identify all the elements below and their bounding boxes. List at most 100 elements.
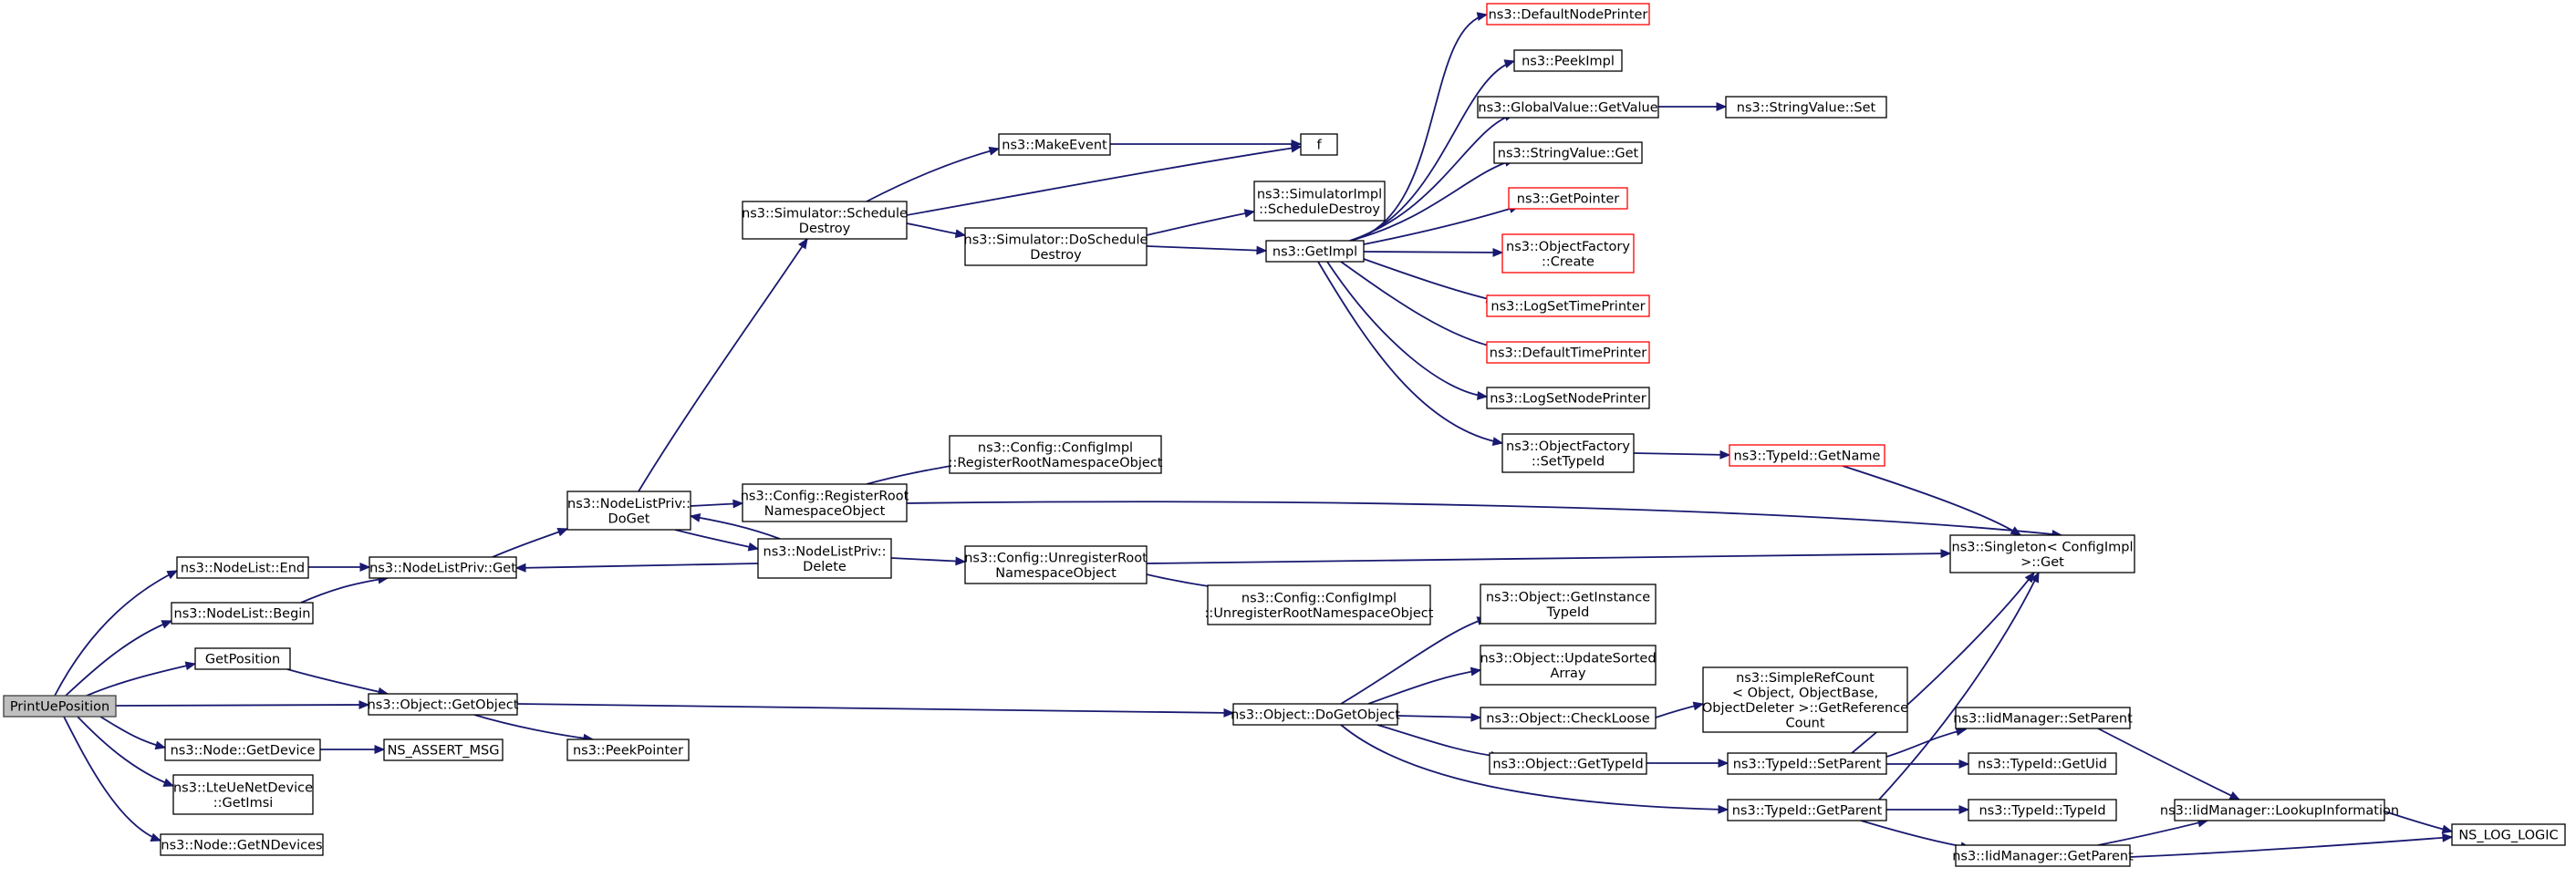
node-box[interactable] bbox=[1955, 844, 2131, 867]
node-box[interactable] bbox=[566, 491, 691, 531]
node-ns-assert-msg[interactable]: NS_ASSERT_MSG bbox=[383, 739, 504, 761]
node-f[interactable]: f bbox=[1300, 133, 1338, 156]
node-object-dogetobject[interactable]: ns3::Object::DoGetObject bbox=[1231, 703, 1400, 726]
node-iidmanager-lookupinformation[interactable]: ns3::IidManager::LookupInformation bbox=[2160, 799, 2399, 821]
node-box[interactable] bbox=[1949, 534, 2135, 573]
node-box[interactable] bbox=[1508, 187, 1628, 210]
node-box[interactable] bbox=[1253, 181, 1386, 222]
node-box[interactable] bbox=[160, 833, 324, 856]
node-box[interactable] bbox=[194, 647, 291, 670]
node-box[interactable] bbox=[1727, 799, 1887, 821]
node-config-registerroot[interactable]: ns3::Config::RegisterRootNamespaceObject bbox=[741, 483, 909, 522]
node-box[interactable] bbox=[1265, 240, 1365, 263]
node-sim-scheduledestroy[interactable]: ns3::Simulator::ScheduleDestroy bbox=[742, 201, 908, 240]
node-box[interactable] bbox=[1232, 703, 1398, 726]
node-box[interactable] bbox=[172, 774, 314, 815]
node-box[interactable] bbox=[369, 556, 517, 579]
node-box[interactable] bbox=[1480, 645, 1657, 686]
node-globalvalue-getvalue[interactable]: ns3::GlobalValue::GetValue bbox=[1477, 96, 1659, 119]
node-peekimpl[interactable]: ns3::PeekImpl bbox=[1513, 49, 1623, 72]
node-box[interactable] bbox=[1513, 49, 1623, 72]
node-box[interactable] bbox=[1480, 584, 1657, 625]
node-objectfactory-create[interactable]: ns3::ObjectFactory::Create bbox=[1501, 233, 1635, 274]
node-object-gettypeid[interactable]: ns3::Object::GetTypeId bbox=[1489, 752, 1647, 775]
node-box[interactable] bbox=[1486, 3, 1650, 26]
node-nodelist-begin[interactable]: ns3::NodeList::Begin bbox=[171, 602, 314, 625]
node-box[interactable] bbox=[1486, 387, 1650, 409]
node-box[interactable] bbox=[949, 435, 1162, 474]
node-config-unregisterroot[interactable]: ns3::Config::UnregisterRootNamespaceObje… bbox=[964, 545, 1148, 584]
node-typeid-setparent[interactable]: ns3::TypeId::SetParent bbox=[1727, 752, 1887, 775]
node-box[interactable] bbox=[1968, 799, 2117, 821]
node-getpointer[interactable]: ns3::GetPointer bbox=[1508, 187, 1628, 210]
node-stringvalue-set[interactable]: ns3::StringValue::Set bbox=[1725, 96, 1887, 119]
node-iidmanager-setparent[interactable]: ns3::IidManager::SetParent bbox=[1953, 707, 2133, 729]
node-defaultnodeprinter[interactable]: ns3::DefaultNodePrinter bbox=[1486, 3, 1650, 26]
node-box[interactable] bbox=[742, 483, 908, 522]
node-box[interactable] bbox=[1727, 752, 1887, 775]
node-box[interactable] bbox=[964, 227, 1148, 266]
node-box[interactable] bbox=[1300, 133, 1338, 156]
node-getimpl[interactable]: ns3::GetImpl bbox=[1265, 240, 1365, 263]
node-nodelistpriv-doget[interactable]: ns3::NodeListPriv::DoGet bbox=[566, 491, 691, 531]
node-makeevent[interactable]: ns3::MakeEvent bbox=[998, 133, 1111, 156]
node-stringvalue-get[interactable]: ns3::StringValue::Get bbox=[1493, 141, 1643, 164]
node-box[interactable] bbox=[1729, 444, 1885, 467]
node-box[interactable] bbox=[998, 133, 1111, 156]
node-box[interactable] bbox=[1493, 141, 1643, 164]
node-box[interactable] bbox=[1486, 294, 1650, 317]
node-configimpl-unregisterroot[interactable]: ns3::Config::ConfigImpl::UnregisterRootN… bbox=[1205, 584, 1434, 625]
node-simimpl-scheduledestroy[interactable]: ns3::SimulatorImpl::ScheduleDestroy bbox=[1253, 181, 1386, 222]
node-logsetnodeprinter[interactable]: ns3::LogSetNodePrinter bbox=[1486, 387, 1650, 409]
node-box[interactable] bbox=[1955, 707, 2131, 729]
node-nodelistpriv-delete[interactable]: ns3::NodeListPriv::Delete bbox=[757, 538, 892, 579]
node-iidmanager-getparent[interactable]: ns3::IidManager::GetParent bbox=[1952, 844, 2134, 867]
node-box[interactable] bbox=[171, 602, 314, 625]
node-node-getndevices[interactable]: ns3::Node::GetNDevices bbox=[160, 833, 324, 856]
node-box[interactable] bbox=[1477, 96, 1659, 119]
node-box[interactable] bbox=[964, 545, 1148, 584]
node-ns-log-logic[interactable]: NS_LOG_LOGIC bbox=[2451, 823, 2566, 846]
node-typeid-getparent[interactable]: ns3::TypeId::GetParent bbox=[1727, 799, 1887, 821]
node-box[interactable] bbox=[1486, 341, 1650, 364]
node-box[interactable] bbox=[176, 556, 309, 579]
node-box[interactable] bbox=[1968, 752, 2117, 775]
node-logsettimeprinter[interactable]: ns3::LogSetTimePrinter bbox=[1486, 294, 1650, 317]
node-box[interactable] bbox=[383, 739, 504, 761]
node-box[interactable] bbox=[1702, 666, 1908, 733]
node-typeid-getname[interactable]: ns3::TypeId::GetName bbox=[1729, 444, 1885, 467]
node-box[interactable] bbox=[2174, 799, 2385, 821]
node-lteue-getimsi[interactable]: ns3::LteUeNetDevice::GetImsi bbox=[172, 774, 314, 815]
node-box[interactable] bbox=[1489, 752, 1647, 775]
node-typeid-getuid[interactable]: ns3::TypeId::GetUid bbox=[1968, 752, 2117, 775]
node-root[interactable]: PrintUePosition bbox=[3, 695, 117, 718]
node-simplerefcount[interactable]: ns3::SimpleRefCount< Object, ObjectBase,… bbox=[1702, 666, 1908, 733]
node-box[interactable] bbox=[1501, 433, 1635, 473]
node-box[interactable] bbox=[368, 693, 518, 716]
node-box[interactable] bbox=[2451, 823, 2566, 846]
node-box[interactable] bbox=[164, 739, 321, 761]
node-box[interactable] bbox=[566, 739, 690, 761]
node-typeid-typeid[interactable]: ns3::TypeId::TypeId bbox=[1968, 799, 2117, 821]
node-configimpl-registerroot[interactable]: ns3::Config::ConfigImpl::RegisterRootNam… bbox=[949, 435, 1163, 474]
node-getposition[interactable]: GetPosition bbox=[194, 647, 291, 670]
node-node-getdevice[interactable]: ns3::Node::GetDevice bbox=[164, 739, 321, 761]
node-box[interactable] bbox=[742, 201, 908, 240]
node-singleton-get[interactable]: ns3::Singleton< ConfigImpl >::Get bbox=[1949, 534, 2135, 573]
node-nodelistpriv-get[interactable]: ns3::NodeListPriv::Get bbox=[369, 556, 517, 579]
node-object-getobject[interactable]: ns3::Object::GetObject bbox=[368, 693, 519, 716]
node-objectfactory-settypeid[interactable]: ns3::ObjectFactory::SetTypeId bbox=[1501, 433, 1635, 473]
node-nodelist-end[interactable]: ns3::NodeList::End bbox=[176, 556, 309, 579]
node-peekpointer[interactable]: ns3::PeekPointer bbox=[566, 739, 690, 761]
node-box[interactable] bbox=[757, 538, 892, 579]
node-box[interactable] bbox=[3, 695, 117, 718]
node-box[interactable] bbox=[1207, 584, 1431, 625]
node-box[interactable] bbox=[1725, 96, 1887, 119]
node-object-checkloose[interactable]: ns3::Object::CheckLoose bbox=[1480, 707, 1657, 729]
node-defaulttimeprinter[interactable]: ns3::DefaultTimePrinter bbox=[1486, 341, 1650, 364]
node-box[interactable] bbox=[1501, 233, 1635, 274]
node-box[interactable] bbox=[1480, 707, 1657, 729]
